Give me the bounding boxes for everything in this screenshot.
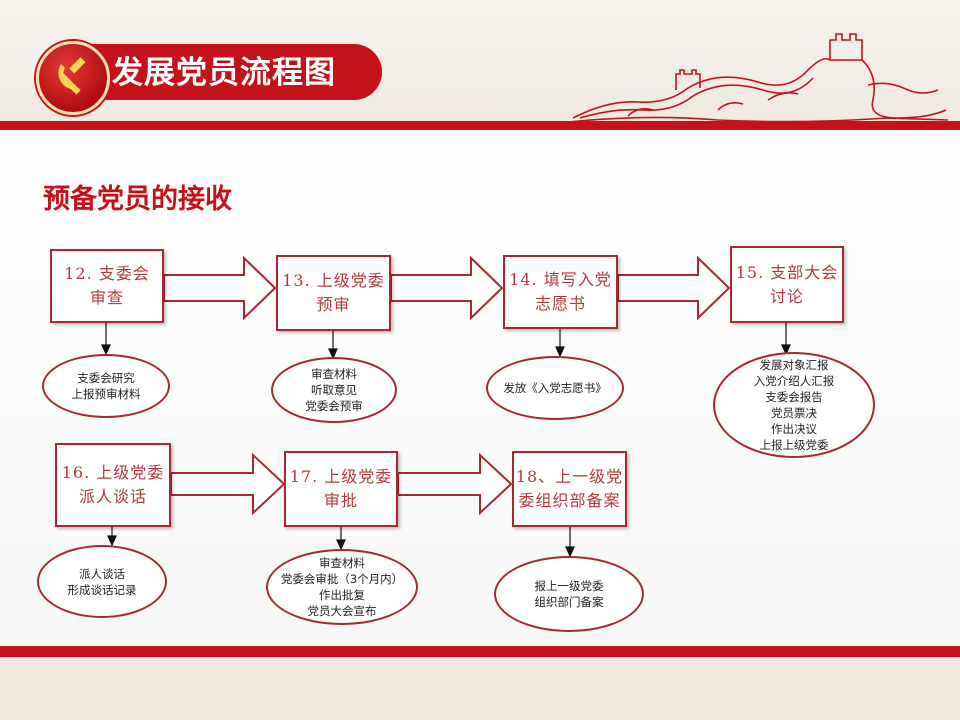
flow-arrow-12-13 [163, 255, 277, 321]
header-divider [0, 121, 960, 130]
page-title: 发展党员流程图 [112, 55, 336, 91]
step-13-box: 13. 上级党委 预审 [276, 255, 391, 331]
step-12-box: 12. 支委会 审查 [50, 249, 164, 323]
flow-arrow-17-18 [397, 452, 513, 516]
step-18-box: 18、上一级党 委组织部备案 [512, 451, 627, 527]
title-banner [60, 44, 382, 100]
flow-arrow-14-15 [617, 255, 731, 321]
step-12-note: 支委会研究 上报预审材料 [42, 354, 170, 418]
step-17-box: 17. 上级党委 审批 [284, 451, 398, 527]
step-14-box: 14. 填写入党 志愿书 [503, 255, 618, 329]
step-16-box: 16. 上级党委 派人谈话 [55, 443, 171, 527]
footer-background [0, 659, 960, 720]
hammer-sickle-icon [36, 41, 110, 115]
step-17-note: 审查材料 党委会审批（3个月内） 作出批复 党员大会宣布 [266, 549, 418, 625]
flow-arrow-13-14 [390, 255, 504, 321]
great-wall-icon [568, 33, 948, 123]
flow-arrow-16-17 [170, 452, 286, 516]
step-14-note: 发放《入党志愿书》 [486, 356, 624, 420]
step-15-note: 发展对象汇报 入党介绍人汇报 支委会报告 党员票决 作出决议 上报上级党委 [713, 352, 875, 458]
step-13-note: 审查材料 听取意见 党委会预审 [271, 357, 397, 423]
step-18-note: 报上一级党委 组织部门备案 [494, 556, 644, 632]
step-16-note: 派人谈话 形成谈话记录 [37, 545, 167, 618]
step-15-box: 15. 支部大会 讨论 [730, 246, 844, 323]
footer-divider [0, 646, 960, 657]
section-title: 预备党员的接收 [43, 184, 232, 215]
